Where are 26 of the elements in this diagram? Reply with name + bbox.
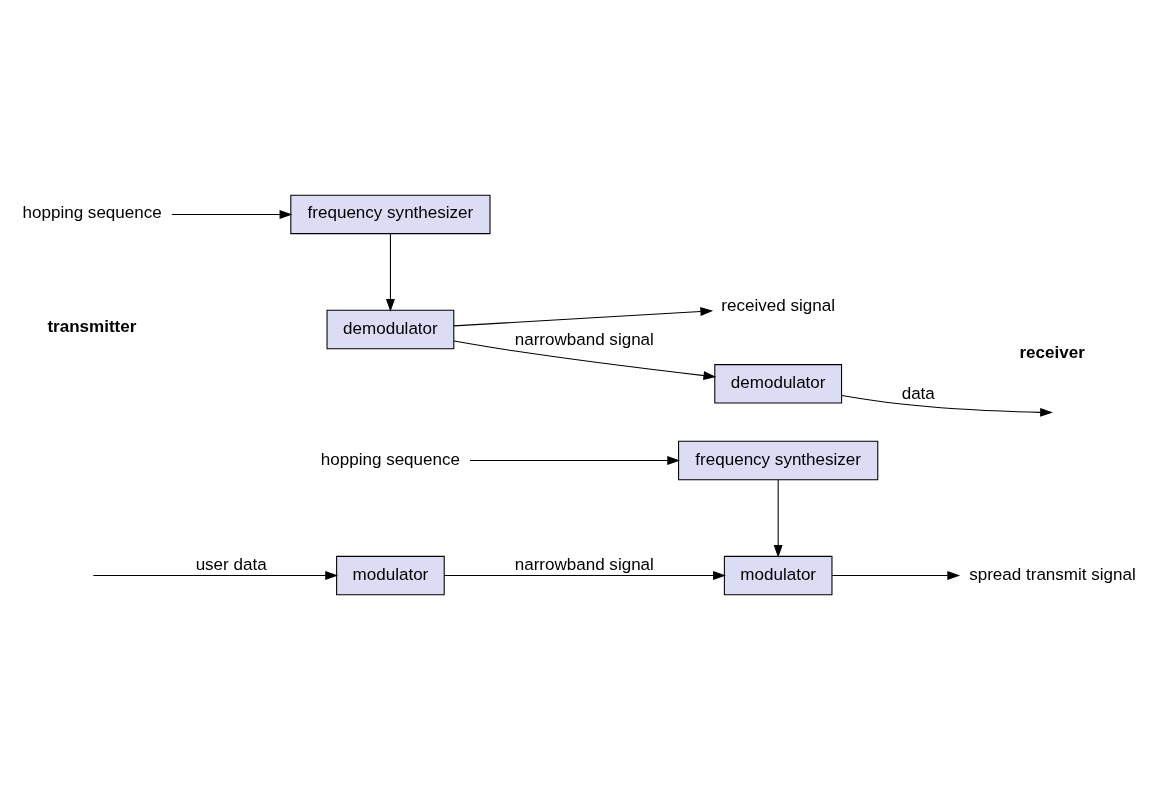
node-box: frequency synthesizer — [290, 194, 491, 235]
arrow — [385, 233, 395, 312]
edge-label: narrowband signal — [514, 555, 654, 575]
label: receiver — [1019, 343, 1085, 363]
arrow — [171, 209, 293, 219]
node-text: hopping sequence — [22, 203, 162, 223]
node-text: hopping sequence — [320, 449, 461, 469]
node-box: frequency synthesizer — [678, 440, 879, 481]
label: transmitter — [47, 317, 137, 337]
arrow — [469, 456, 681, 465]
node-box: demodulator — [326, 309, 455, 350]
arrow — [453, 307, 714, 327]
arrow — [773, 479, 783, 558]
arrow — [443, 571, 726, 581]
arrow — [453, 340, 717, 380]
arrow — [92, 571, 339, 581]
node-text: received signal — [721, 296, 835, 316]
edge-label: data — [901, 383, 935, 403]
node-box: demodulator — [714, 364, 843, 404]
arrow — [831, 571, 961, 581]
arrow — [841, 394, 1053, 417]
node-box: modulator — [336, 555, 445, 596]
edge-label: narrowband signal — [514, 330, 654, 350]
edge-label: user data — [195, 555, 267, 575]
node-text: spread transmit signal — [969, 564, 1136, 584]
node-box: modulator — [723, 555, 833, 596]
